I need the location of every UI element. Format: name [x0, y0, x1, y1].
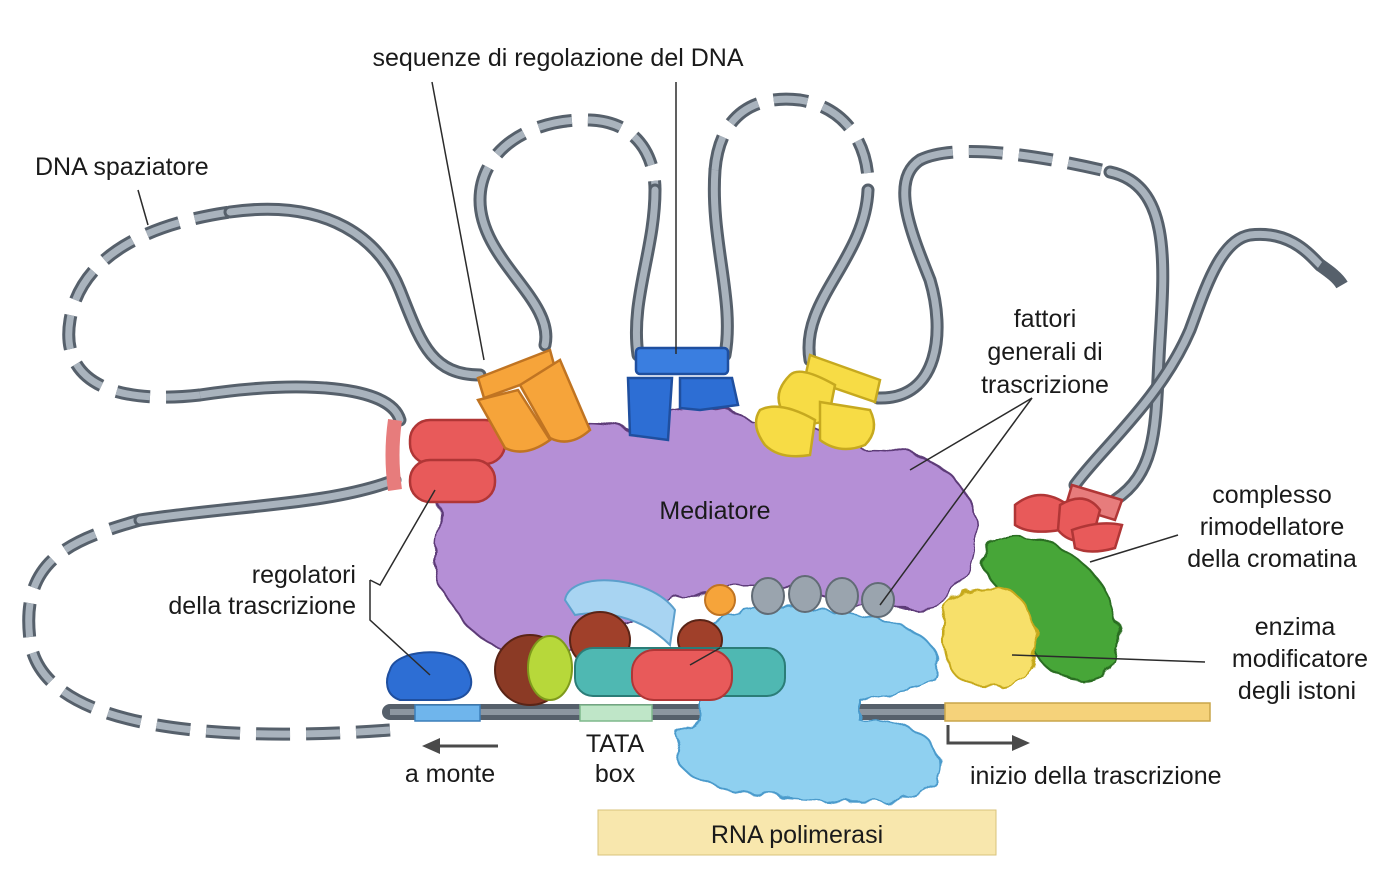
label-histone-3: degli istoni [1238, 677, 1356, 705]
red-right-regulator-c [1070, 522, 1124, 553]
regulator-orange [476, 348, 592, 453]
blue-regulator-right [678, 376, 740, 412]
dna-dashed-top-1 [473, 113, 662, 201]
leader-gtf-2 [879, 397, 1033, 606]
leader-lines [137, 81, 1206, 676]
factor-grey-bead-3 [825, 577, 859, 615]
yellow-dna-segment [803, 353, 882, 404]
factor-grey-bead-2 [788, 575, 822, 613]
yellow-regulator-lower-left [754, 405, 817, 458]
label-general-factors-2: generali di [987, 338, 1102, 366]
upstream-regulatory-segment [414, 704, 481, 722]
mediator-label: Mediatore [659, 497, 770, 525]
label-general-factors-1: fattori [1014, 305, 1077, 333]
label-chromatin-1: complesso [1212, 481, 1332, 509]
leader-regulators-blue [369, 580, 431, 676]
factor-red-pill [631, 649, 733, 701]
blue-dna-segment [634, 346, 730, 376]
general-transcription-factors [494, 575, 895, 706]
label-dna-spacer: DNA spaziatore [35, 153, 209, 181]
regulator-blue [626, 346, 740, 442]
spacer-dna-upper-dashed [62, 205, 231, 404]
factor-lime [527, 635, 573, 701]
rna-polymerase-label: RNA polimerasi [711, 821, 883, 849]
label-tata-1: TATA [586, 730, 645, 758]
factor-orange-bead [704, 584, 736, 616]
label-tata-2: box [595, 760, 636, 788]
leader-histone [1011, 654, 1206, 663]
label-general-factors-3: trascrizione [981, 371, 1109, 399]
upstream-regulator-blue [386, 651, 473, 701]
label-upstream: a monte [405, 760, 495, 788]
rna-polymerase-label-box [597, 809, 997, 856]
red-regulator-top [408, 418, 507, 466]
dna-loops [22, 92, 1348, 741]
upstream-arrow-head [422, 738, 440, 754]
leader-gtf-1 [909, 397, 1033, 471]
label-histone-2: modificatore [1232, 645, 1368, 673]
regulator-red-right [1013, 483, 1124, 553]
yellow-regulator-lower-right [818, 400, 876, 451]
label-transcription-start: inizio della trascrizione [970, 762, 1222, 790]
leader-regseq-orange [431, 81, 485, 361]
histone-modifying-enzyme [940, 588, 1038, 688]
dna-right-outer [1068, 227, 1327, 492]
label-chromatin-3: della cromatina [1187, 545, 1357, 573]
regulator-yellow [754, 353, 882, 458]
label-regulatory-sequences: sequenze di regolazione del DNA [372, 44, 743, 72]
transcribed-region [944, 702, 1211, 722]
leader-regulators-red [369, 489, 436, 586]
regulator-red-left [385, 418, 507, 504]
label-chromatin-2: rimodellatore [1200, 513, 1345, 541]
direction-arrows [422, 725, 1030, 754]
orange-regulator-left [476, 388, 552, 453]
transcription-start-arrow-head [1012, 735, 1030, 751]
transcription-start-arrow-line [946, 725, 1012, 745]
red-regulator-bottom [408, 458, 497, 504]
leader-red-pill [689, 647, 721, 666]
factor-grey-bead-1 [751, 577, 785, 615]
label-regulators-1: regolatori [252, 561, 356, 589]
label-regulators-2: della trascrizione [168, 592, 356, 620]
dna-right-dashed-end [1316, 259, 1348, 289]
leader-dna-spacer [137, 189, 149, 226]
blue-regulator-left [626, 376, 674, 442]
leader-chromatin [1089, 534, 1179, 563]
orange-regulator-right [518, 358, 592, 443]
tata-box-segment [579, 704, 653, 722]
label-histone-1: enzima [1255, 613, 1336, 641]
factor-grey-bead-4 [861, 582, 895, 618]
red-dna-segment [385, 419, 402, 491]
